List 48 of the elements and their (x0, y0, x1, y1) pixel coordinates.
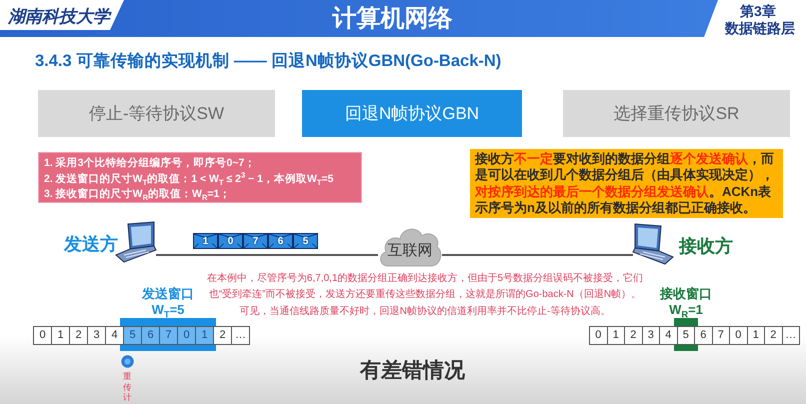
sequence-cell: 2 (213, 326, 232, 345)
sequence-cell: 1 (195, 326, 214, 345)
sequence-cell: 0 (729, 326, 748, 345)
sequence-cell: 4 (105, 326, 124, 345)
host-label: 发送方 (64, 233, 118, 256)
tab: 回退N帧协议GBN (302, 90, 522, 137)
sequence-cell: 2 (624, 326, 642, 345)
timer-label: 重传计 (122, 371, 132, 402)
note-text: 接收方不一定要对收到的数据分组逐个发送确认，而是可以在收到几个数据分组后（由具体实现决定），对按序到达的最后一个数据分组发送确认。ACKn表示序号为n及以前的所有数据分组都已正确接收。 (475, 151, 775, 216)
slide-caption: 有差错情况 (358, 358, 466, 384)
slide-heading: 3.4.3 可靠传输的实现机制 —— 回退N帧协议GBN(Go-Back-N) (35, 50, 502, 72)
sequence-cell: 4 (659, 326, 678, 345)
envelope: 7 (243, 233, 268, 249)
rule-text: 1. 采用3个比特给分组编序号，即序号0~7； (44, 156, 256, 170)
chapter-label: 数据链路层 (725, 20, 795, 37)
explanation-text: 可见，当通信线路质量不好时，回退N帧协议的信道利用率并不比停止-等待协议高。 (238, 305, 612, 319)
sequence-cell: 7 (159, 326, 178, 345)
sequence-cell: 3 (87, 326, 106, 345)
window-label: 接收窗口 (658, 286, 713, 302)
host-label: 接收方 (679, 235, 733, 258)
window-size: W$_{R}$=1 (668, 302, 704, 318)
envelope: 6 (268, 233, 293, 249)
chapter-label: 第3章 (740, 3, 776, 20)
rule-text: 2. 发送窗口的尺寸W$_{T}$的取值：1 < W$_{T}$ ≤ 2$^{3}$ − 1，本例取W$_{T}$=5 (44, 172, 334, 186)
sequence-cell: 0 (589, 326, 608, 345)
envelope: 5 (293, 233, 318, 249)
sequence-cell: … (782, 326, 800, 345)
university-name: 湖南科技大学 (8, 6, 110, 28)
window-label: 发送窗口 (140, 286, 195, 302)
sequence-cell: 2 (764, 326, 782, 345)
connector-line (156, 254, 378, 256)
sequence-cell: … (231, 326, 250, 345)
sequence-cell: 6 (141, 326, 160, 345)
explanation-text: 在本例中，尽管序号为6,7,0,1的数据分组正确到达接收方，但由于5号数据分组误码不被接受，它们也“受到牵连”而不被接受，发送方还要重传这些数据分组，这就是所谓的Go-back-N（回退N帧）。 (206, 272, 644, 302)
envelope: 0 (218, 233, 243, 249)
envelope: 1 (193, 233, 218, 249)
sequence-cell: 0 (177, 326, 196, 345)
sequence-cell: 6 (694, 326, 712, 345)
course-title: 计算机网络 (331, 4, 454, 34)
sequence-cell: 0 (33, 326, 52, 345)
sequence-cell: 1 (51, 326, 70, 345)
sequence-cell: 5 (123, 326, 142, 345)
sequence-cell: 2 (69, 326, 88, 345)
connector-line (442, 254, 633, 256)
tab: 停止-等待协议SW (38, 90, 275, 137)
window-size: W$_{T}$=5 (150, 302, 186, 318)
rule-text: 3. 接收窗口的尺寸W$_{R}$的取值：W$_{R}$=1； (44, 187, 230, 201)
tab: 选择重传协议SR (563, 90, 790, 137)
